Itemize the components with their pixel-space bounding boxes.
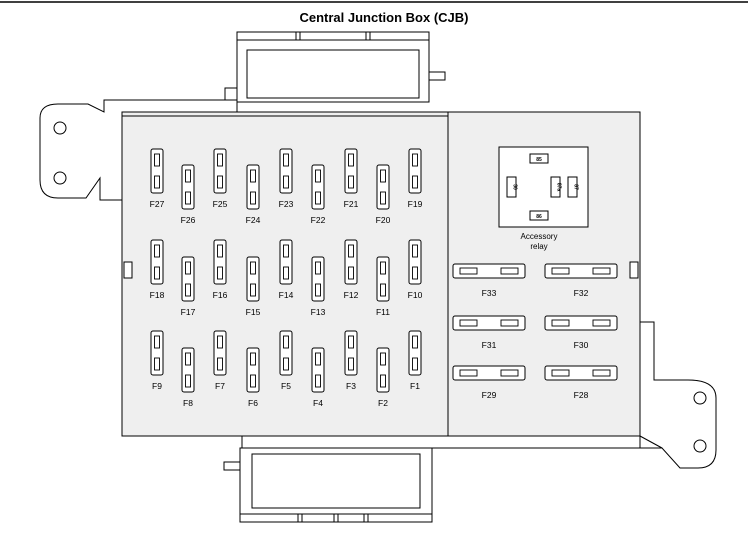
fuse-f17: F17	[181, 256, 196, 317]
fuse-label-f2: F2	[378, 398, 388, 408]
fuse-f32: F32	[544, 263, 618, 298]
fuse-label-f28: F28	[574, 390, 589, 400]
fuse-f12: F12	[344, 239, 359, 300]
fuse-f23: F23	[279, 148, 294, 209]
relay-pin-87: 87	[573, 184, 579, 190]
fuse-f25: F25	[213, 148, 228, 209]
relay-label-line2: relay	[530, 242, 547, 251]
fuse-f11: F11	[376, 256, 390, 317]
fuse-label-f9: F9	[152, 381, 162, 391]
fuse-label-f15: F15	[246, 307, 261, 317]
fuse-f8: F8	[181, 347, 195, 408]
fuse-label-f4: F4	[313, 398, 323, 408]
fuse-label-f19: F19	[408, 199, 423, 209]
fuse-label-f11: F11	[376, 307, 390, 317]
fuse-f22: F22	[311, 164, 326, 225]
fuse-label-f30: F30	[574, 340, 589, 350]
relay-pin-87a: 87a	[556, 183, 562, 192]
bottom-connector	[223, 435, 641, 523]
fuse-label-f31: F31	[482, 340, 497, 350]
left-mount-hole-bottom	[53, 171, 67, 185]
fuse-f16: F16	[213, 239, 228, 300]
right-mount-hole-top	[693, 391, 707, 405]
fuse-f13: F13	[311, 256, 326, 317]
fuse-label-f25: F25	[213, 199, 228, 209]
fuse-f1: F1	[408, 330, 422, 391]
relay-pin-85: 85	[536, 157, 542, 163]
fuse-label-f27: F27	[150, 199, 165, 209]
fuse-label-f8: F8	[183, 398, 193, 408]
top-connector	[224, 31, 446, 103]
fuse-f26: F26	[181, 164, 196, 225]
fuse-label-f10: F10	[408, 290, 423, 300]
fuse-f7: F7	[213, 330, 227, 391]
fuse-f5: F5	[279, 330, 293, 391]
fuse-label-f5: F5	[281, 381, 291, 391]
fuse-f15: F15	[246, 256, 261, 317]
diagram-title: Central Junction Box (CJB)	[299, 10, 468, 25]
fuse-f29: F29	[452, 365, 526, 400]
right-mounting-bracket	[639, 321, 717, 469]
fuse-f18: F18	[150, 239, 165, 300]
fuse-label-f32: F32	[574, 288, 589, 298]
fuse-f2: F2	[376, 347, 390, 408]
fuse-f24: F24	[246, 164, 261, 225]
vertical-fuse-group: F27F26F25F24F23F22F21F20F19F18F17F16F15F…	[150, 148, 423, 408]
fuse-f30: F30	[544, 315, 618, 350]
fuse-label-f20: F20	[376, 215, 391, 225]
fuse-label-f6: F6	[248, 398, 258, 408]
fuse-label-f18: F18	[150, 290, 165, 300]
fuse-f28: F28	[544, 365, 618, 400]
fuse-f27: F27	[150, 148, 165, 209]
fuse-label-f29: F29	[482, 390, 497, 400]
fuse-label-f7: F7	[215, 381, 225, 391]
fuse-label-f16: F16	[213, 290, 228, 300]
fuse-label-f24: F24	[246, 215, 261, 225]
fuse-label-f23: F23	[279, 199, 294, 209]
accessory-relay: 85 30 87a 87 86 Accessory relay	[498, 146, 589, 251]
relay-pin-86: 86	[536, 214, 542, 220]
fuse-label-f22: F22	[311, 215, 326, 225]
fuse-f3: F3	[344, 330, 358, 391]
fuse-f19: F19	[408, 148, 423, 209]
fuse-label-f12: F12	[344, 290, 359, 300]
left-mounting-bracket	[39, 99, 238, 201]
right-mount-hole-bottom	[693, 439, 707, 453]
relay-label-line1: Accessory	[521, 232, 558, 241]
fuse-label-f13: F13	[311, 307, 326, 317]
fuse-f9: F9	[150, 330, 164, 391]
fuse-f6: F6	[246, 347, 260, 408]
fuse-label-f3: F3	[346, 381, 356, 391]
fuse-label-f17: F17	[181, 307, 196, 317]
fuse-f31: F31	[452, 315, 526, 350]
fuse-label-f1: F1	[410, 381, 420, 391]
fuse-f14: F14	[279, 239, 294, 300]
fuse-f21: F21	[344, 148, 359, 209]
fuse-label-f21: F21	[344, 199, 359, 209]
fuse-f20: F20	[376, 164, 391, 225]
fuse-f4: F4	[311, 347, 325, 408]
left-mount-hole-top	[53, 121, 67, 135]
fuse-label-f26: F26	[181, 215, 196, 225]
fuse-label-f14: F14	[279, 290, 294, 300]
relay-pin-30: 30	[512, 184, 518, 190]
fuse-label-f33: F33	[482, 288, 497, 298]
fuse-f33: F33	[452, 263, 526, 298]
fuse-f10: F10	[408, 239, 423, 300]
